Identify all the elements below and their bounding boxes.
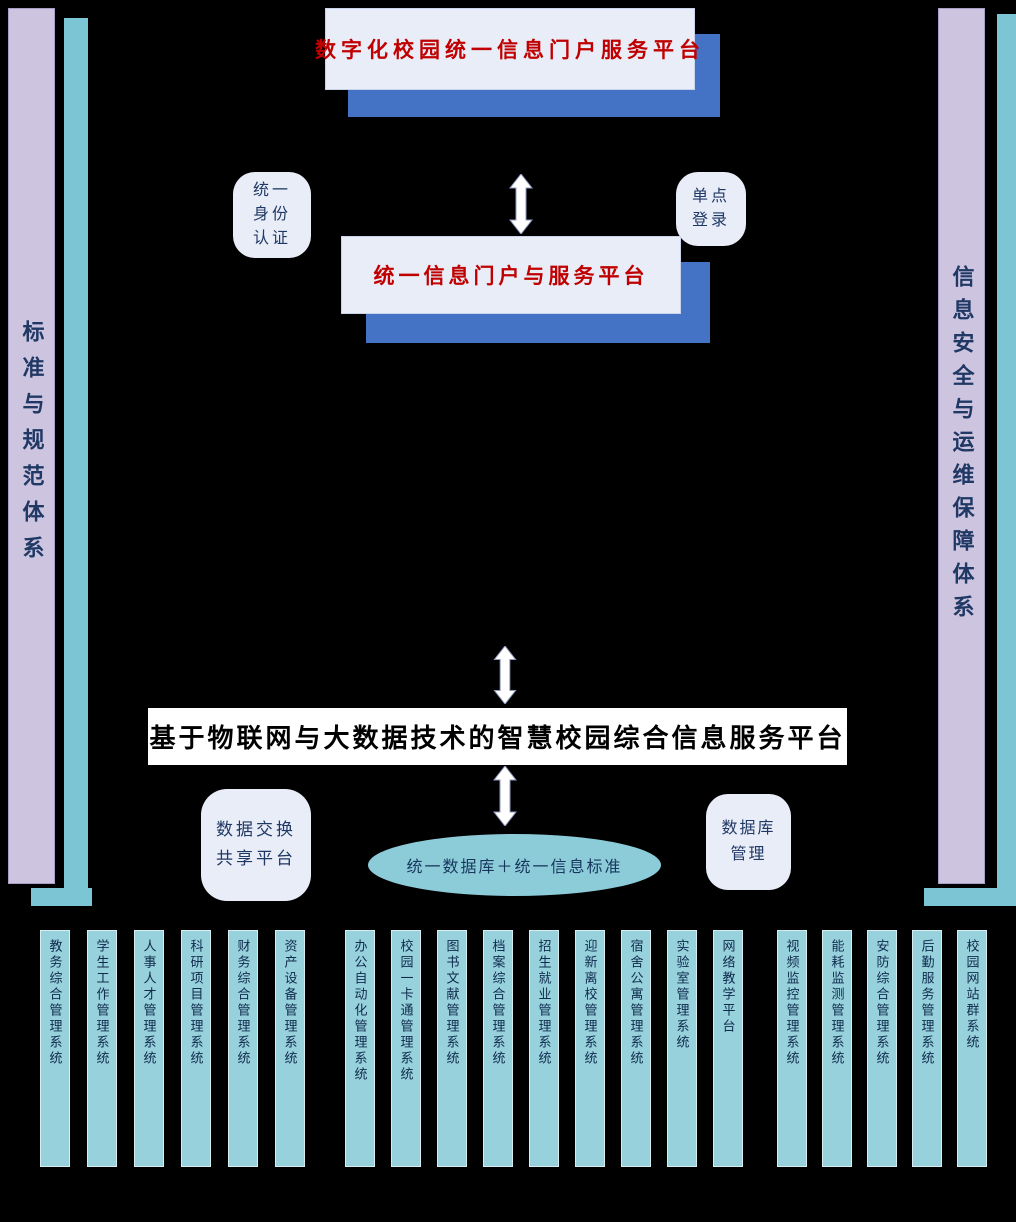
- system-bar-label: 资产设备管理系统: [282, 939, 298, 1067]
- badge-line: 管理: [730, 846, 767, 863]
- system-bar-label: 图书文献管理系统: [444, 939, 460, 1067]
- data-exchange-badge: 数据交换 共享平台: [201, 789, 311, 901]
- system-group-3: 视频监控管理系统 能耗监测管理系统 安防综合管理系统 后勤服务管理系统 校园网站…: [777, 930, 987, 1167]
- system-bar: 图书文献管理系统: [437, 930, 467, 1167]
- data-platform-label: 基于物联网与大数据技术的智慧校园综合信息服务平台: [149, 723, 846, 753]
- data-platform-bar: 基于物联网与大数据技术的智慧校园综合信息服务平台: [148, 708, 847, 765]
- system-bar: 人事人才管理系统: [134, 930, 164, 1167]
- service-box-label: 统一信息门户与服务平台: [373, 265, 649, 288]
- system-bar: 档案综合管理系统: [483, 930, 513, 1167]
- system-bar-label: 能耗监测管理系统: [829, 939, 845, 1067]
- system-bar: 网络教学平台: [713, 930, 743, 1167]
- system-bar-label: 后勤服务管理系统: [919, 939, 935, 1067]
- system-bar: 教务综合管理系统: [40, 930, 70, 1167]
- right-pillar-label: 信息安全与运维保障体系: [949, 264, 975, 628]
- database-badge: 数据库 管理: [706, 794, 791, 890]
- badge-line: 数据库: [721, 820, 776, 838]
- single-sign-on-badge: 单点 登录: [676, 172, 746, 246]
- double-arrow-icon: [493, 646, 517, 704]
- system-bar: 迎新离校管理系统: [575, 930, 605, 1167]
- right-teal-bar: [997, 14, 1016, 906]
- unified-database-ellipse: 统一数据库＋统一信息标准: [368, 834, 661, 896]
- system-bar-label: 科研项目管理系统: [188, 939, 204, 1067]
- system-bar-label: 学生工作管理系统: [94, 939, 110, 1067]
- system-bar: 学生工作管理系统: [87, 930, 117, 1167]
- badge-line: 认证: [252, 230, 291, 247]
- system-bar: 能耗监测管理系统: [822, 930, 852, 1167]
- double-arrow-icon: [492, 766, 518, 826]
- portal-box: 数字化校园统一信息门户服务平台: [315, 8, 700, 90]
- badge-line: 数据交换: [216, 820, 296, 840]
- system-bar: 后勤服务管理系统: [912, 930, 942, 1167]
- left-pillar: 标准与规范体系: [8, 8, 55, 884]
- right-pillar: 信息安全与运维保障体系: [938, 8, 985, 884]
- system-bar-label: 校园网站群系统: [964, 939, 980, 1051]
- system-bar-label: 网络教学平台: [720, 939, 736, 1035]
- badge-line: 身份: [252, 206, 291, 223]
- system-bar-label: 安防综合管理系统: [874, 939, 890, 1067]
- system-group-1: 教务综合管理系统 学生工作管理系统 人事人才管理系统 科研项目管理系统 财务综合…: [40, 930, 305, 1167]
- system-bar: 宿舍公寓管理系统: [621, 930, 651, 1167]
- system-bar-label: 迎新离校管理系统: [582, 939, 598, 1067]
- left-teal-bar-foot: [31, 888, 92, 906]
- system-bar-label: 档案综合管理系统: [490, 939, 506, 1067]
- system-bar: 财务综合管理系统: [228, 930, 258, 1167]
- system-bar-label: 招生就业管理系统: [536, 939, 552, 1067]
- badge-line: 登录: [691, 212, 730, 229]
- system-bar: 实验室管理系统: [667, 930, 697, 1167]
- badge-line: 单点: [691, 188, 730, 205]
- service-box: 统一信息门户与服务平台: [341, 236, 681, 314]
- system-bar: 校园网站群系统: [957, 930, 987, 1167]
- system-bar-label: 实验室管理系统: [674, 939, 690, 1051]
- system-bar-label: 视频监控管理系统: [784, 939, 800, 1067]
- system-bar-label: 财务综合管理系统: [235, 939, 251, 1067]
- system-group-2: 办公自动化管理系统 校园一卡通管理系统 图书文献管理系统 档案综合管理系统 招生…: [345, 930, 743, 1167]
- right-teal-bar-foot: [924, 888, 1002, 906]
- system-bar-label: 办公自动化管理系统: [352, 939, 368, 1083]
- portal-box-label: 数字化校园统一信息门户服务平台: [315, 39, 705, 62]
- system-bar: 科研项目管理系统: [181, 930, 211, 1167]
- system-bar-label: 宿舍公寓管理系统: [628, 939, 644, 1067]
- left-pillar-label: 标准与规范体系: [19, 320, 45, 572]
- system-bar-label: 校园一卡通管理系统: [398, 939, 414, 1083]
- unified-database-label: 统一数据库＋统一信息标准: [406, 859, 623, 876]
- system-bar: 安防综合管理系统: [867, 930, 897, 1167]
- system-bar: 视频监控管理系统: [777, 930, 807, 1167]
- system-bar: 办公自动化管理系统: [345, 930, 375, 1167]
- badge-line: 共享平台: [216, 849, 296, 868]
- system-bar-label: 教务综合管理系统: [47, 939, 63, 1067]
- unified-identity-badge: 统一 身份 认证: [233, 172, 311, 258]
- badge-line: 统一: [252, 182, 291, 199]
- system-bar: 招生就业管理系统: [529, 930, 559, 1167]
- system-bar: 资产设备管理系统: [275, 930, 305, 1167]
- double-arrow-icon: [508, 174, 534, 234]
- system-bar: 校园一卡通管理系统: [391, 930, 421, 1167]
- left-teal-bar: [64, 18, 88, 906]
- system-bar-label: 人事人才管理系统: [141, 939, 157, 1067]
